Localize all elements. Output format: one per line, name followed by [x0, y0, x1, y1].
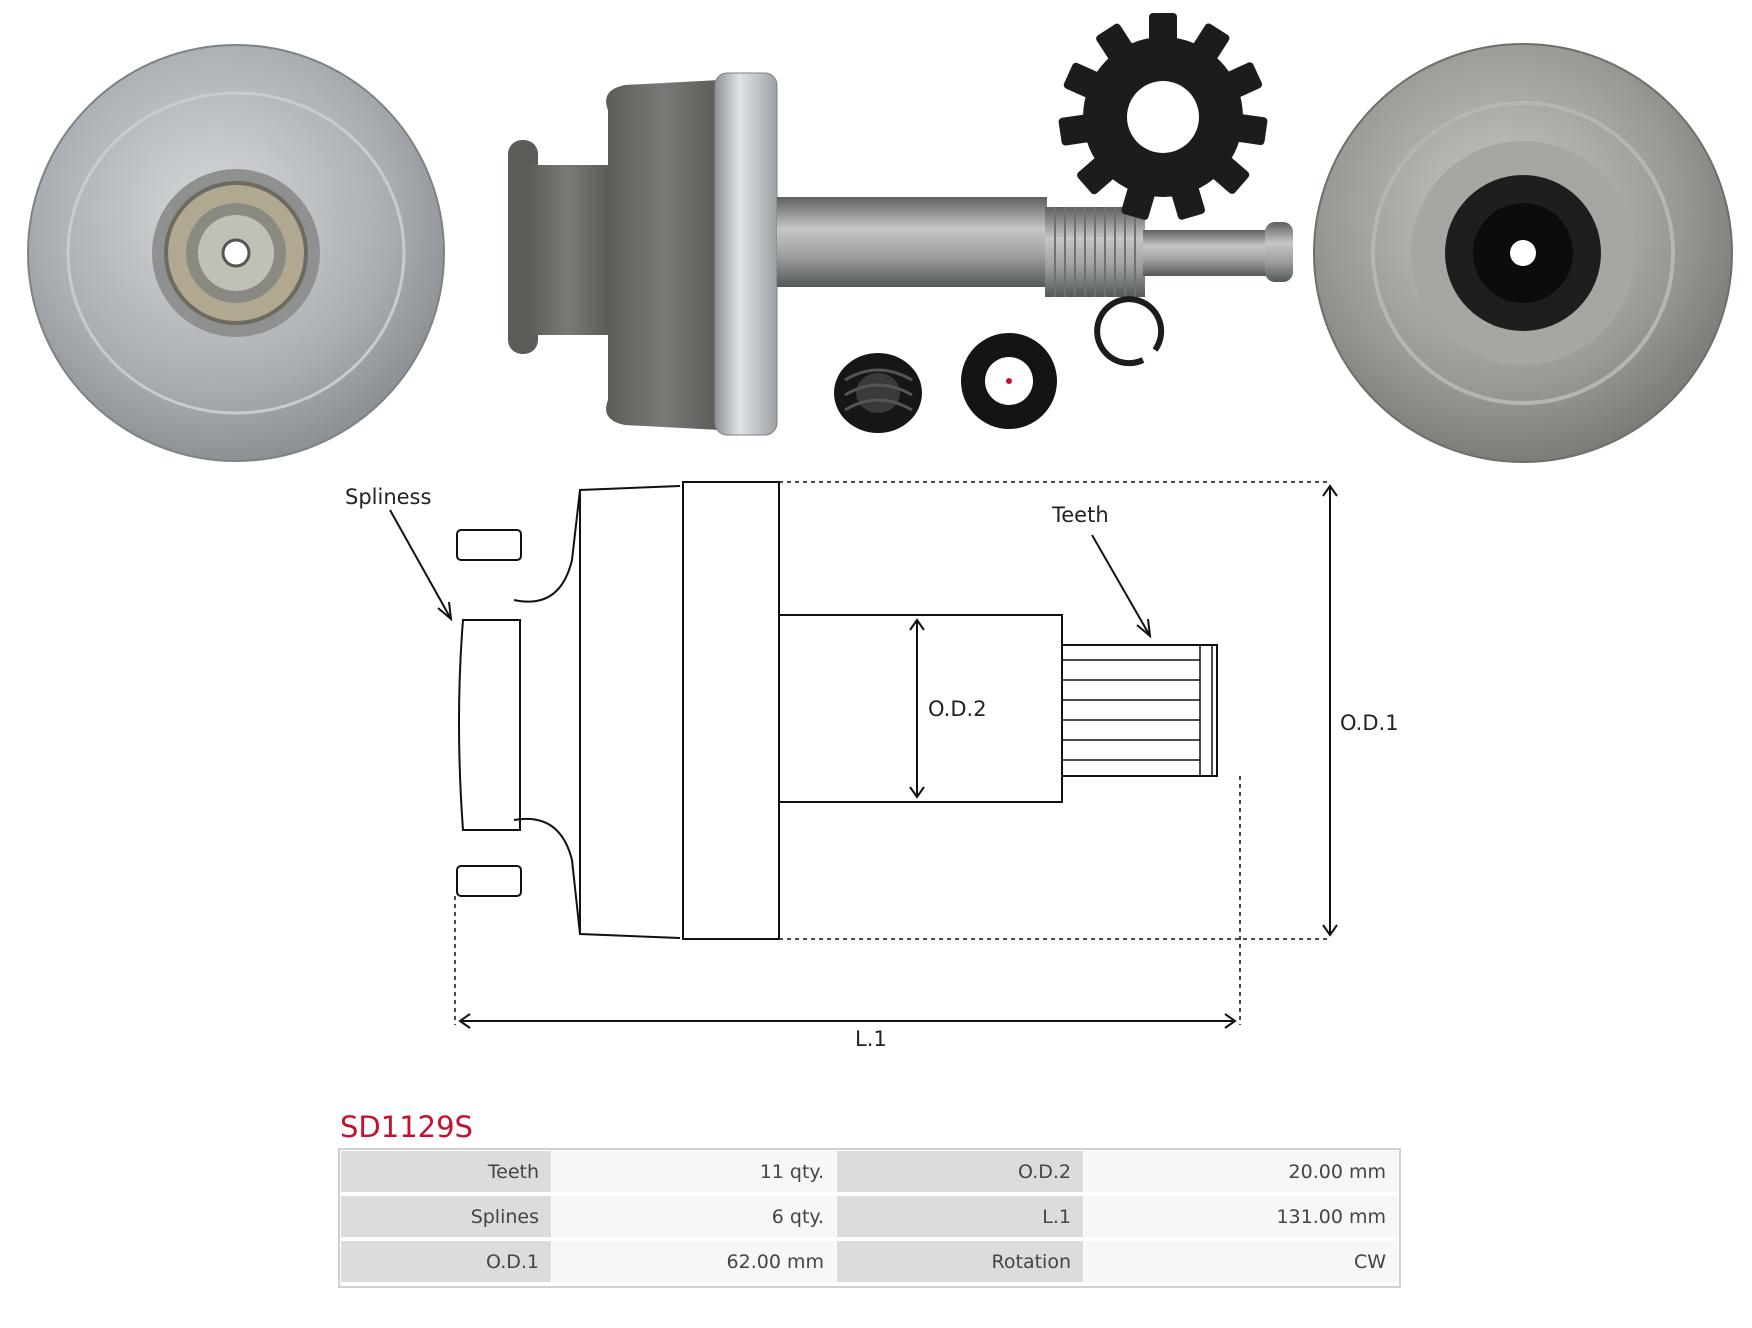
table-row: O.D.1 62.00 mm Rotation CW	[340, 1238, 1399, 1286]
washer-part	[961, 333, 1057, 429]
product-code: SD1129S	[340, 1110, 473, 1144]
pinion-gear	[1058, 13, 1268, 220]
od1-label: O.D.1	[1340, 711, 1399, 735]
spec-key: Rotation	[836, 1238, 1084, 1286]
spec-value: 11 qty.	[551, 1150, 837, 1196]
spec-key: O.D.2	[836, 1150, 1084, 1196]
spec-value: 6 qty.	[551, 1193, 837, 1241]
splines-label: Spliness	[345, 485, 431, 509]
spring-part	[834, 353, 922, 433]
spec-key: Splines	[340, 1193, 552, 1241]
spec-value: 62.00 mm	[551, 1238, 837, 1286]
table-row: Teeth 11 qty. O.D.2 20.00 mm	[340, 1150, 1399, 1196]
drive-side-view	[508, 72, 1293, 436]
spec-key: O.D.1	[340, 1238, 552, 1286]
od2-label: O.D.2	[928, 697, 987, 721]
front-face-view	[27, 44, 445, 462]
table-row: Splines 6 qty. L.1 131.00 mm	[340, 1193, 1399, 1241]
spec-key: Teeth	[340, 1150, 552, 1196]
technical-drawing	[389, 481, 1338, 1029]
spec-value: 131.00 mm	[1083, 1193, 1399, 1241]
retaining-clip-part	[1094, 296, 1165, 367]
spec-value: 20.00 mm	[1083, 1150, 1399, 1196]
teeth-label: Teeth	[1051, 503, 1109, 527]
rear-face-view	[1313, 43, 1733, 463]
spec-key: L.1	[836, 1193, 1084, 1241]
spec-table: Teeth 11 qty. O.D.2 20.00 mm Splines 6 q…	[338, 1148, 1401, 1288]
l1-label: L.1	[855, 1027, 887, 1051]
spec-value: CW	[1083, 1238, 1399, 1286]
